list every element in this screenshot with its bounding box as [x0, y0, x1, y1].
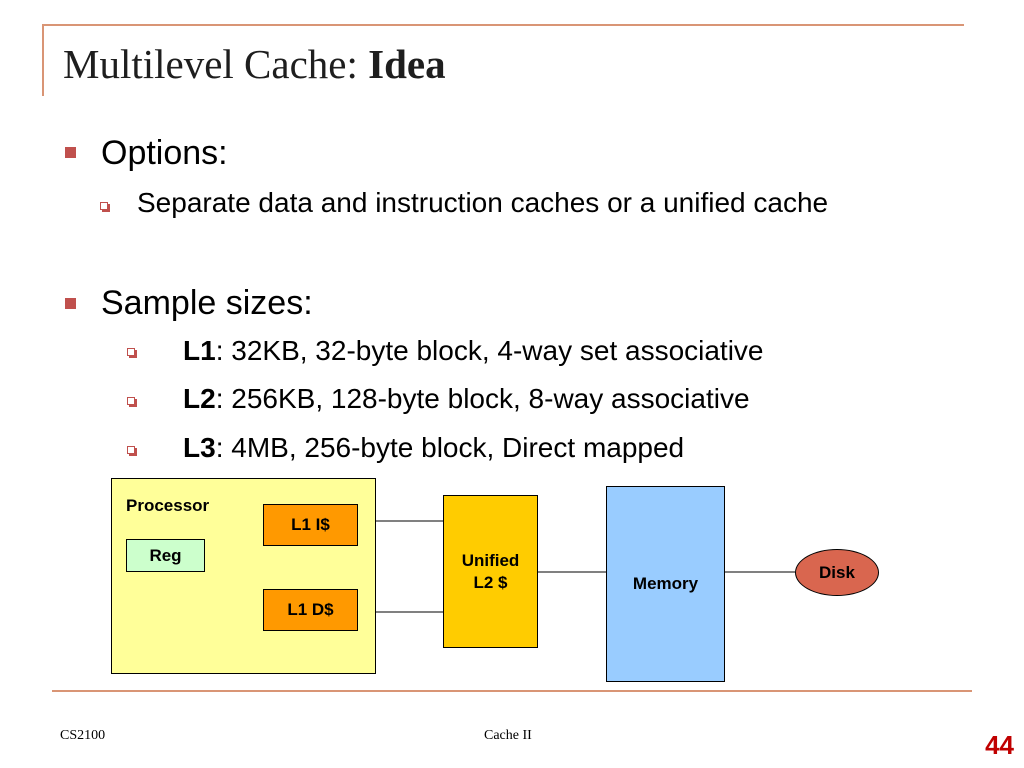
slide-title: Multilevel Cache: Idea: [63, 41, 446, 87]
footer-topic: Cache II: [484, 728, 532, 743]
bullet-checkbox-icon: [127, 446, 135, 454]
l1-dcache-box: L1 D$: [263, 589, 358, 631]
memory-box: Memory: [606, 486, 725, 682]
reg-label: Reg: [149, 545, 182, 565]
bullet-checkbox-icon: [127, 397, 135, 405]
disk-label: Disk: [819, 562, 855, 582]
bullet-l1: L1: 32KB, 32-byte block, 4-way set assoc…: [183, 331, 764, 371]
title-main: Multilevel Cache:: [63, 41, 369, 87]
page-number: 44: [985, 730, 1014, 760]
l3-desc: : 4MB, 256-byte block, Direct mapped: [215, 432, 685, 463]
l2-cache-label-line1: Unified: [461, 550, 520, 570]
footer-rule: [52, 690, 972, 692]
bullet-options-sub: Separate data and instruction caches or …: [137, 187, 829, 218]
memory-label: Memory: [632, 574, 699, 593]
l3-key: L3: [183, 432, 216, 463]
bullet-square-icon: [65, 147, 76, 158]
bullet-checkbox-icon: [127, 348, 135, 356]
bullet-options: Options:: [101, 134, 228, 172]
bullet-sample-sizes: Sample sizes:: [101, 284, 313, 322]
l1-dcache-label: L1 D$: [287, 600, 334, 619]
l1-desc: : 32KB, 32-byte block, 4-way set associa…: [215, 335, 764, 366]
bullet-l2: L2: 256KB, 128-byte block, 8-way associa…: [183, 379, 750, 419]
bullet-square-icon: [65, 298, 76, 309]
bullet-checkbox-icon: [100, 202, 108, 210]
l1-icache-box: L1 I$: [263, 504, 358, 546]
title-frame-top: [42, 24, 964, 26]
bullet-l3: L3: 4MB, 256-byte block, Direct mapped: [183, 428, 684, 468]
l1-icache-label: L1 I$: [291, 515, 330, 534]
title-bold: Idea: [368, 41, 446, 87]
reg-box: Reg: [126, 539, 205, 572]
disk-ellipse: Disk: [795, 549, 879, 596]
l2-cache-box: Unified L2 $: [443, 495, 538, 648]
title-frame-left: [42, 24, 44, 96]
footer-course: CS2100: [60, 728, 106, 743]
processor-label: Processor: [126, 496, 210, 515]
l2-desc: : 256KB, 128-byte block, 8-way associati…: [215, 383, 750, 414]
l1-key: L1: [183, 335, 216, 366]
l2-cache-label-line2: L2 $: [473, 572, 508, 592]
l2-key: L2: [183, 383, 216, 414]
